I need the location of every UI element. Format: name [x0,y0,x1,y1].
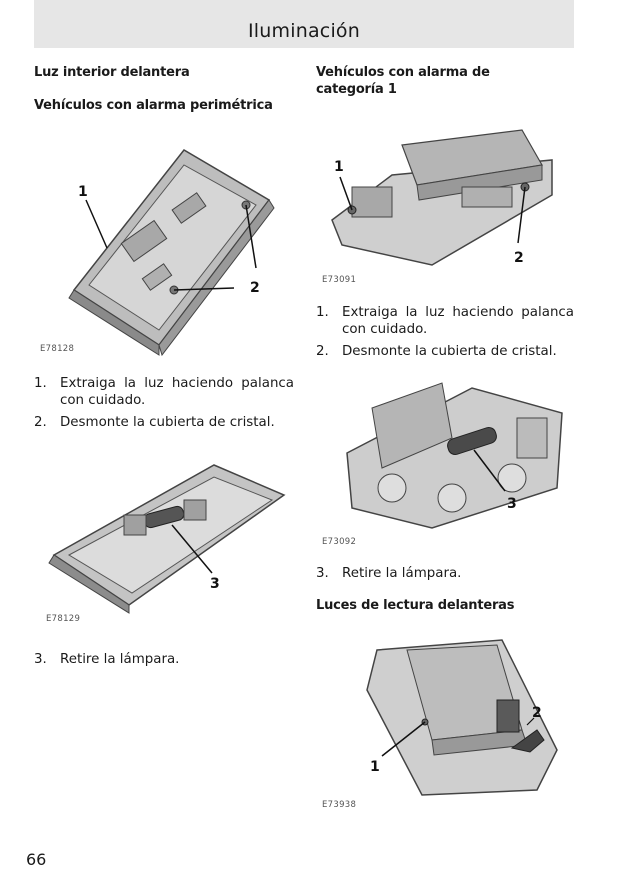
figure-e78128: 1 2 [34,120,294,360]
illustration-interior-light-housing: 1 2 [68,149,275,357]
step-item: 3.Retire la lámpara. [34,652,180,667]
callout-1: 1 [78,184,88,200]
step-list: 3.Retire la lámpara. [316,565,574,587]
section-title: Iluminación [248,20,360,42]
figure-e73938: 2 1 [322,630,572,800]
step-list: 1.Extraiga la luz haciendo palanca con c… [34,375,294,436]
step-item: 2.Desmonte la cubierta de cristal. [34,415,275,430]
step-item: 2.Desmonte la cubierta de cristal. [316,344,557,359]
section-header: Iluminación [34,0,574,48]
step-list: 1.Extraiga la luz haciendo palanca con c… [316,304,574,365]
callout-1: 1 [334,159,344,175]
step-item: 1.Extraiga la luz haciendo palanca con c… [34,376,294,408]
heading-front-interior-light: Luz interior delantera [34,65,190,80]
figure-code: E73938 [322,800,357,810]
heading-reading-lights: Luces de lectura delanteras [316,598,515,613]
heading-category1-alarm: Vehículos con alarma de categoría 1 [316,65,490,97]
figure-code: E78129 [46,614,81,624]
step-list: 3.Retire la lámpara. [34,651,294,673]
figure-e78129: 3 [34,455,294,620]
heading-perimeter-alarm: Vehículos con alarma perimétrica [34,98,273,113]
callout-2: 2 [250,280,260,296]
step-item: 3.Retire la lámpara. [316,566,462,581]
callout-2: 2 [532,705,542,721]
callout-1: 1 [370,759,380,775]
illustration-reading-light: 2 1 [366,639,558,796]
callout-3: 3 [507,496,517,512]
callout-3: 3 [210,576,220,592]
figure-e73091: 1 2 [322,125,572,270]
figure-code: E73091 [322,275,357,285]
illustration-category1-lamp: 3 [346,382,563,529]
figure-code: E73092 [322,537,357,547]
figure-e73092: 3 [322,378,572,536]
illustration-category1-housing: 1 2 [331,129,553,266]
callout-2: 2 [514,250,524,266]
page-number: 66 [26,850,47,869]
illustration-lamp-removal: 3 [48,464,286,614]
step-item: 1.Extraiga la luz haciendo palanca con c… [316,305,574,337]
figure-code: E78128 [40,344,75,354]
